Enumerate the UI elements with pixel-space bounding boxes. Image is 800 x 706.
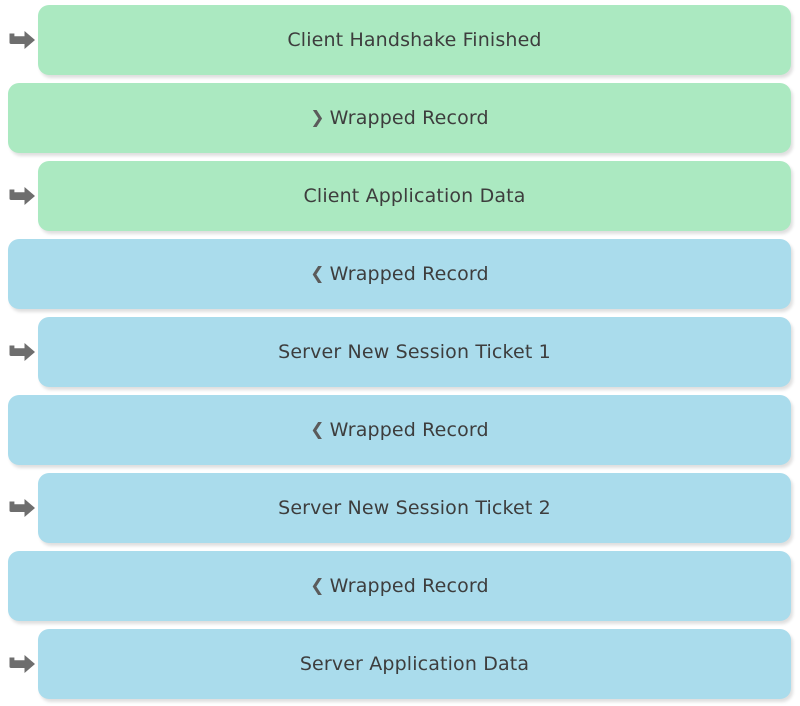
flow-bar-label: Client Handshake Finished (287, 28, 542, 51)
flow-bar-text: Server Application Data (299, 652, 530, 675)
flow-bar-text: Wrapped Record (329, 262, 489, 285)
hooked-right-arrow-icon (6, 5, 38, 75)
flow-row: Client Application Data (0, 161, 800, 231)
flow-bar[interactable]: Server New Session Ticket 2 (38, 473, 791, 543)
chevron-right-icon: ❯ (310, 107, 325, 128)
flow-bar-text: Client Handshake Finished (287, 28, 542, 51)
flow-row: Server Application Data (0, 629, 800, 699)
flow-bar-label: Server New Session Ticket 1 (278, 340, 551, 363)
flow-bar-text: Wrapped Record (329, 418, 489, 441)
flow-bar-text: Wrapped Record (329, 574, 489, 597)
flow-row: Client Handshake Finished (0, 5, 800, 75)
flow-bar-text: Server New Session Ticket 1 (278, 340, 551, 363)
flow-row: ❮Wrapped Record (0, 551, 800, 621)
flow-bar-label: ❮Wrapped Record (310, 418, 489, 441)
hooked-right-arrow-icon (6, 161, 38, 231)
flow-row: Server New Session Ticket 1 (0, 317, 800, 387)
flow-row: ❮Wrapped Record (0, 395, 800, 465)
flow-bar-text: Client Application Data (303, 184, 526, 207)
flow-bar[interactable]: ❮Wrapped Record (8, 395, 791, 465)
flow-bar[interactable]: ❮Wrapped Record (8, 239, 791, 309)
chevron-left-icon: ❮ (310, 263, 325, 284)
hooked-right-arrow-icon (6, 473, 38, 543)
flow-bar[interactable]: ❯Wrapped Record (8, 83, 791, 153)
flow-bar-text: Server New Session Ticket 2 (278, 496, 551, 519)
flow-bar-label: ❮Wrapped Record (310, 574, 489, 597)
flow-bar-label: Server New Session Ticket 2 (278, 496, 551, 519)
flow-bar-label: ❮Wrapped Record (310, 262, 489, 285)
flow-row: ❯Wrapped Record (0, 83, 800, 153)
flow-bar[interactable]: Client Application Data (38, 161, 791, 231)
flow-bar[interactable]: ❮Wrapped Record (8, 551, 791, 621)
flow-bar-label: Client Application Data (303, 184, 526, 207)
flow-bar-text: Wrapped Record (329, 106, 489, 129)
flow-row: ❮Wrapped Record (0, 239, 800, 309)
chevron-left-icon: ❮ (310, 419, 325, 440)
flow-row: Server New Session Ticket 2 (0, 473, 800, 543)
chevron-left-icon: ❮ (310, 575, 325, 596)
flow-bar-label: Server Application Data (299, 652, 530, 675)
hooked-right-arrow-icon (6, 317, 38, 387)
hooked-right-arrow-icon (6, 629, 38, 699)
flow-bar[interactable]: Client Handshake Finished (38, 5, 791, 75)
flow-bar-label: ❯Wrapped Record (310, 106, 489, 129)
flow-bar[interactable]: Server Application Data (38, 629, 791, 699)
flow-bar[interactable]: Server New Session Ticket 1 (38, 317, 791, 387)
